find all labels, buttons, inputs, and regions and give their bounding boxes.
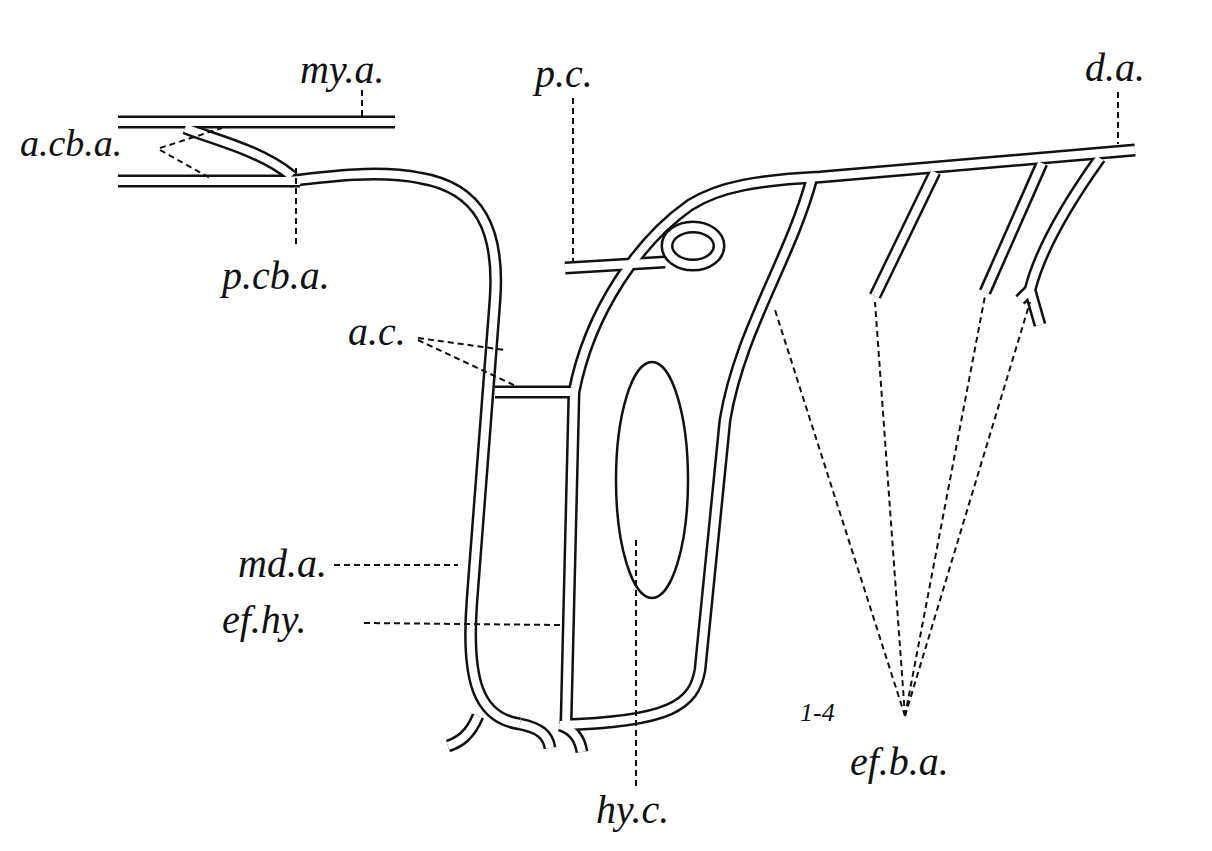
part-label: p.c. <box>535 54 593 94</box>
part-label: a.cb.a. <box>20 124 122 162</box>
part-label: ef.b.a. <box>850 742 949 782</box>
part-label: hy.c. <box>596 790 669 830</box>
part-label: a.c. <box>348 312 406 352</box>
part-label: d.a. <box>1085 48 1145 88</box>
part-label: 1-4 <box>800 700 835 726</box>
part-label: ef.hy. <box>222 600 306 640</box>
part-label: p.cb.a. <box>222 256 330 296</box>
leader-lines <box>160 90 1118 786</box>
hyoid-cavity <box>616 362 688 598</box>
part-label: my.a. <box>300 50 384 90</box>
part-label: md.a. <box>238 544 327 584</box>
